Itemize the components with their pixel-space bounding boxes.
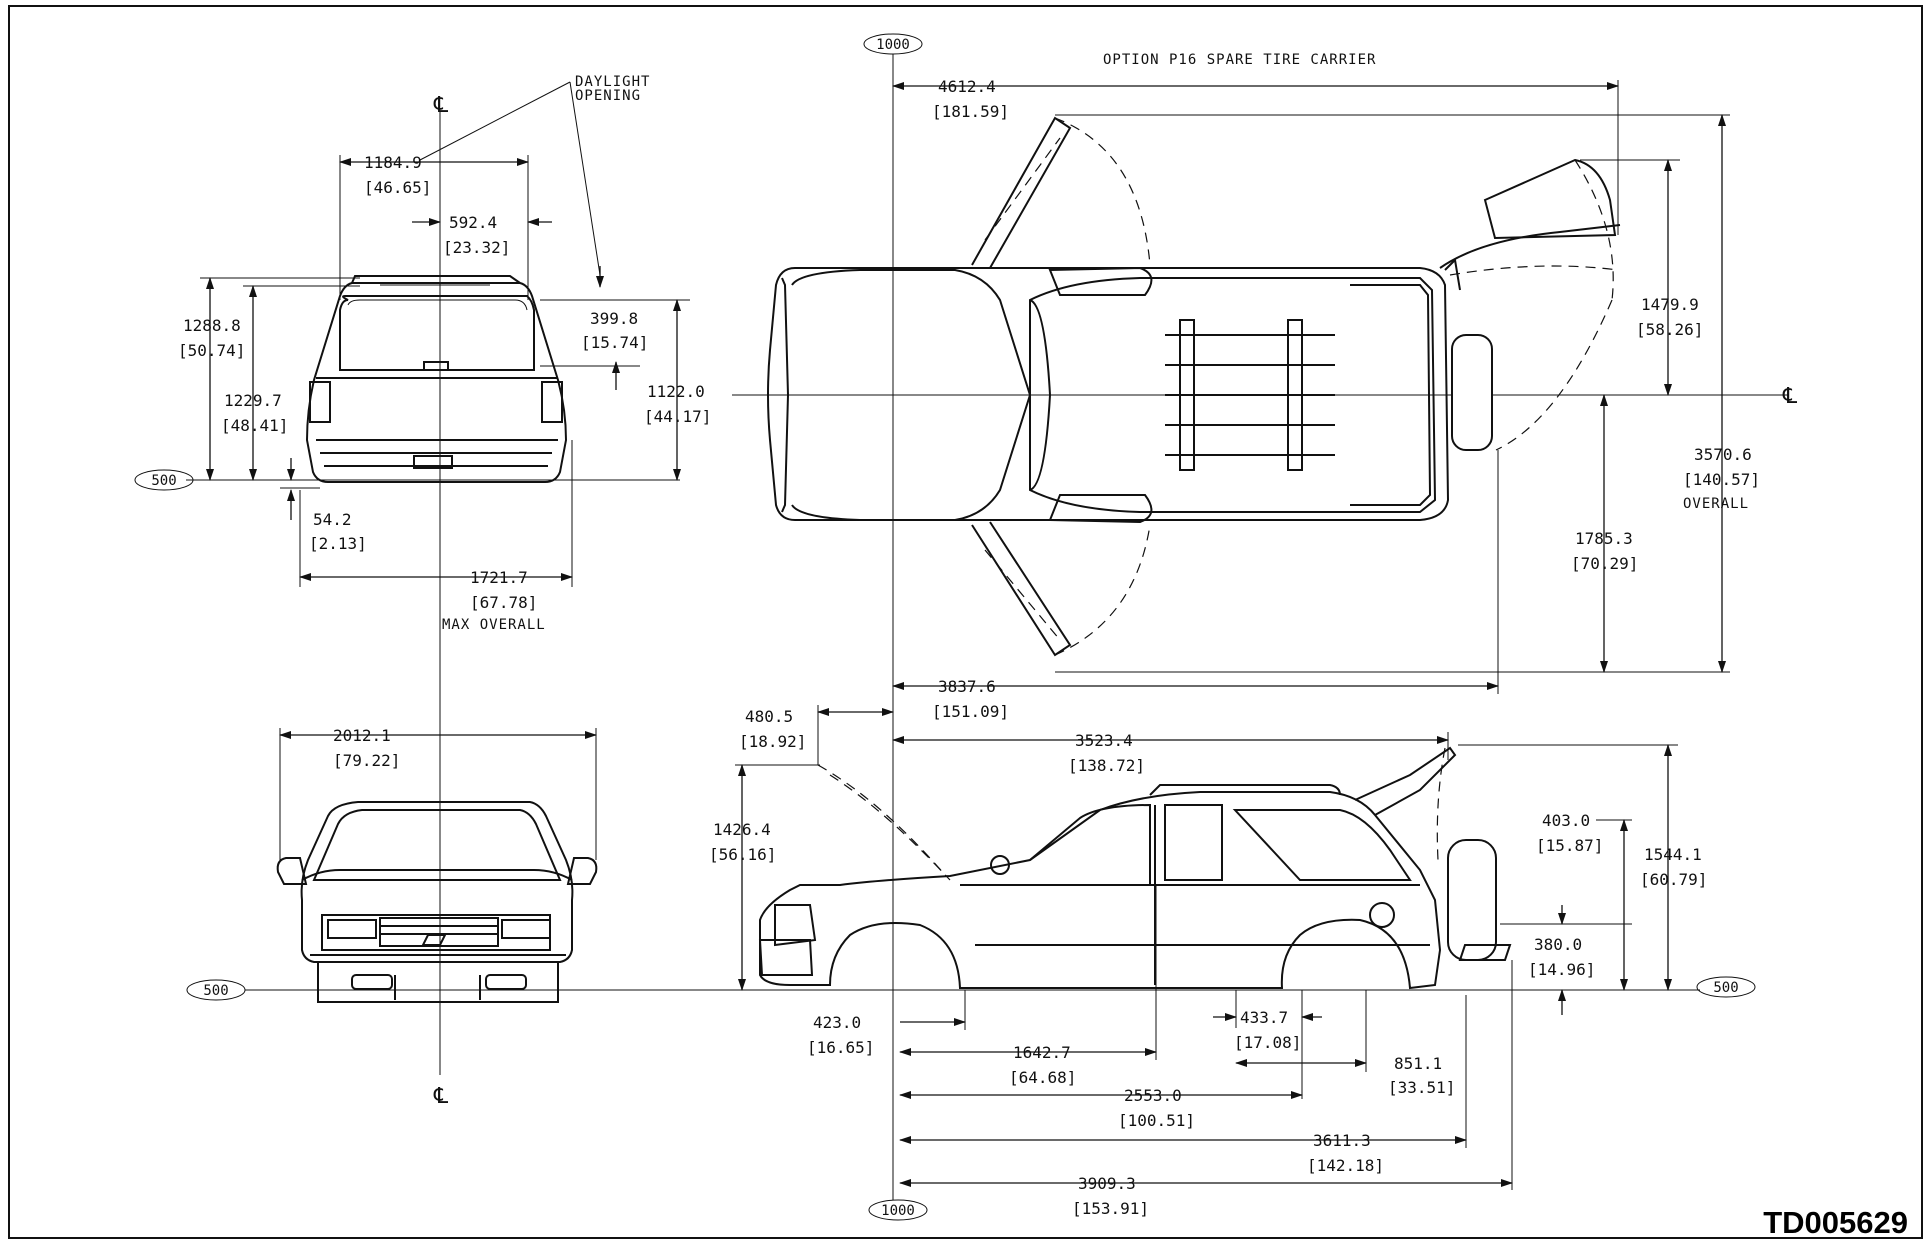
top-view-vehicle: [767, 257, 1493, 524]
dim-403-in: [15.87]: [1536, 836, 1603, 855]
dim-1544-in: [60.79]: [1640, 870, 1707, 889]
dim-4612-in: [181.59]: [932, 102, 1009, 121]
svg-text:1000: 1000: [881, 1203, 915, 1219]
dim-592-in: [23.32]: [443, 238, 510, 257]
side-hood-swing-2: [829, 774, 951, 881]
dim-1426-in: [56.16]: [709, 845, 776, 864]
dim-1721-mm: 1721.7: [470, 568, 528, 587]
ref-500-rear: 500: [134, 469, 194, 491]
dim-1288-in: [50.74]: [178, 341, 245, 360]
dim-1544-mm: 1544.1: [1644, 845, 1702, 864]
dim-1229-in: [48.41]: [221, 416, 288, 435]
dim-1122-in: [44.17]: [644, 407, 711, 426]
centerline-symbol-right: ℄: [1782, 384, 1798, 409]
title-option-note: OPTION P16 SPARE TIRE CARRIER: [1103, 52, 1376, 68]
rear-view-vehicle: [305, 275, 568, 483]
dim-1122-mm: 1122.0: [647, 382, 705, 401]
svg-text:OPENING: OPENING: [575, 88, 641, 104]
dim-3570-mm: 3570.6: [1694, 445, 1752, 464]
dim-433-in: [17.08]: [1234, 1033, 1301, 1052]
dim-3611-mm: 3611.3: [1313, 1131, 1371, 1150]
dim-399-in: [15.74]: [581, 333, 648, 352]
dim-1184-mm: 1184.9: [364, 153, 422, 172]
side-view-vehicle: [758, 746, 1512, 990]
svg-text:500: 500: [203, 983, 228, 999]
dim-403-mm: 403.0: [1542, 811, 1590, 830]
dim-380-mm: 380.0: [1534, 935, 1582, 954]
dim-1288-mm: 1288.8: [183, 316, 241, 335]
dim-3523-in: [138.72]: [1068, 756, 1145, 775]
dim-1426-mm: 1426.4: [713, 820, 771, 839]
dim-423-mm: 423.0: [813, 1013, 861, 1032]
dim-480-mm: 480.5: [745, 707, 793, 726]
dim-1229-mm: 1229.7: [224, 391, 282, 410]
dim-423-in: [16.65]: [807, 1038, 874, 1057]
dim-2012-mm: 2012.1: [333, 726, 391, 745]
centerline-symbol-top: ℄: [433, 93, 449, 118]
dim-3837-mm: 3837.6: [938, 677, 996, 696]
daylight-opening-note: DAYLIGHT OPENING: [575, 74, 650, 104]
dim-2553-in: [100.51]: [1118, 1111, 1195, 1130]
dim-851-in: [33.51]: [1388, 1078, 1455, 1097]
dim-2553-mm: 2553.0: [1124, 1086, 1182, 1105]
ref-1000-top: 1000: [863, 33, 923, 55]
dim-54-mm: 54.2: [313, 510, 352, 529]
side-liftgate-swing: [1436, 747, 1446, 861]
ref-500-side: 500: [1696, 976, 1756, 998]
dim-1479-mm: 1479.9: [1641, 295, 1699, 314]
dim-1785-in: [70.29]: [1571, 554, 1638, 573]
dim-54-in: [2.13]: [309, 534, 367, 553]
dim-3611-in: [142.18]: [1307, 1156, 1384, 1175]
top-view-door-swing: [971, 116, 1621, 657]
svg-text:500: 500: [151, 473, 176, 489]
dim-2012-in: [79.22]: [333, 751, 400, 770]
dim-3909-mm: 3909.3: [1078, 1174, 1136, 1193]
dim-3570-in: [140.57]: [1683, 470, 1760, 489]
overall-note: OVERALL: [1683, 496, 1749, 512]
dim-3523-mm: 3523.4: [1075, 731, 1133, 750]
dim-1785-mm: 1785.3: [1575, 529, 1633, 548]
dim-433-mm: 433.7: [1240, 1008, 1288, 1027]
drawing-border: [8, 5, 1923, 1239]
svg-text:500: 500: [1713, 980, 1738, 996]
dim-399-mm: 399.8: [590, 309, 638, 328]
centerline-symbol-bottom: ℄: [433, 1084, 449, 1109]
dim-3837-in: [151.09]: [932, 702, 1009, 721]
roof-rack: [1165, 319, 1335, 471]
svg-text:DAYLIGHT: DAYLIGHT: [575, 74, 650, 90]
dim-4612-mm: 4612.4: [938, 77, 996, 96]
dim-592-mm: 592.4: [449, 213, 497, 232]
max-overall-note: MAX OVERALL: [442, 617, 546, 633]
svg-text:1000: 1000: [876, 37, 910, 53]
drawing-code: TD005629: [1763, 1205, 1908, 1240]
dim-380-in: [14.96]: [1528, 960, 1595, 979]
ref-500-front: 500: [186, 979, 246, 1001]
dim-1479-in: [58.26]: [1636, 320, 1703, 339]
dim-851-mm: 851.1: [1394, 1054, 1442, 1073]
dim-1184-in: [46.65]: [364, 178, 431, 197]
dim-1642-in: [64.68]: [1009, 1068, 1076, 1087]
dim-3909-in: [153.91]: [1072, 1199, 1149, 1218]
ref-1000-bottom: 1000: [868, 1199, 928, 1221]
dim-480-in: [18.92]: [739, 732, 806, 751]
side-hood-swing: [817, 764, 946, 876]
dim-1721-in: [67.78]: [470, 593, 537, 612]
front-view-vehicle: [276, 801, 598, 1003]
dim-1642-mm: 1642.7: [1013, 1043, 1071, 1062]
